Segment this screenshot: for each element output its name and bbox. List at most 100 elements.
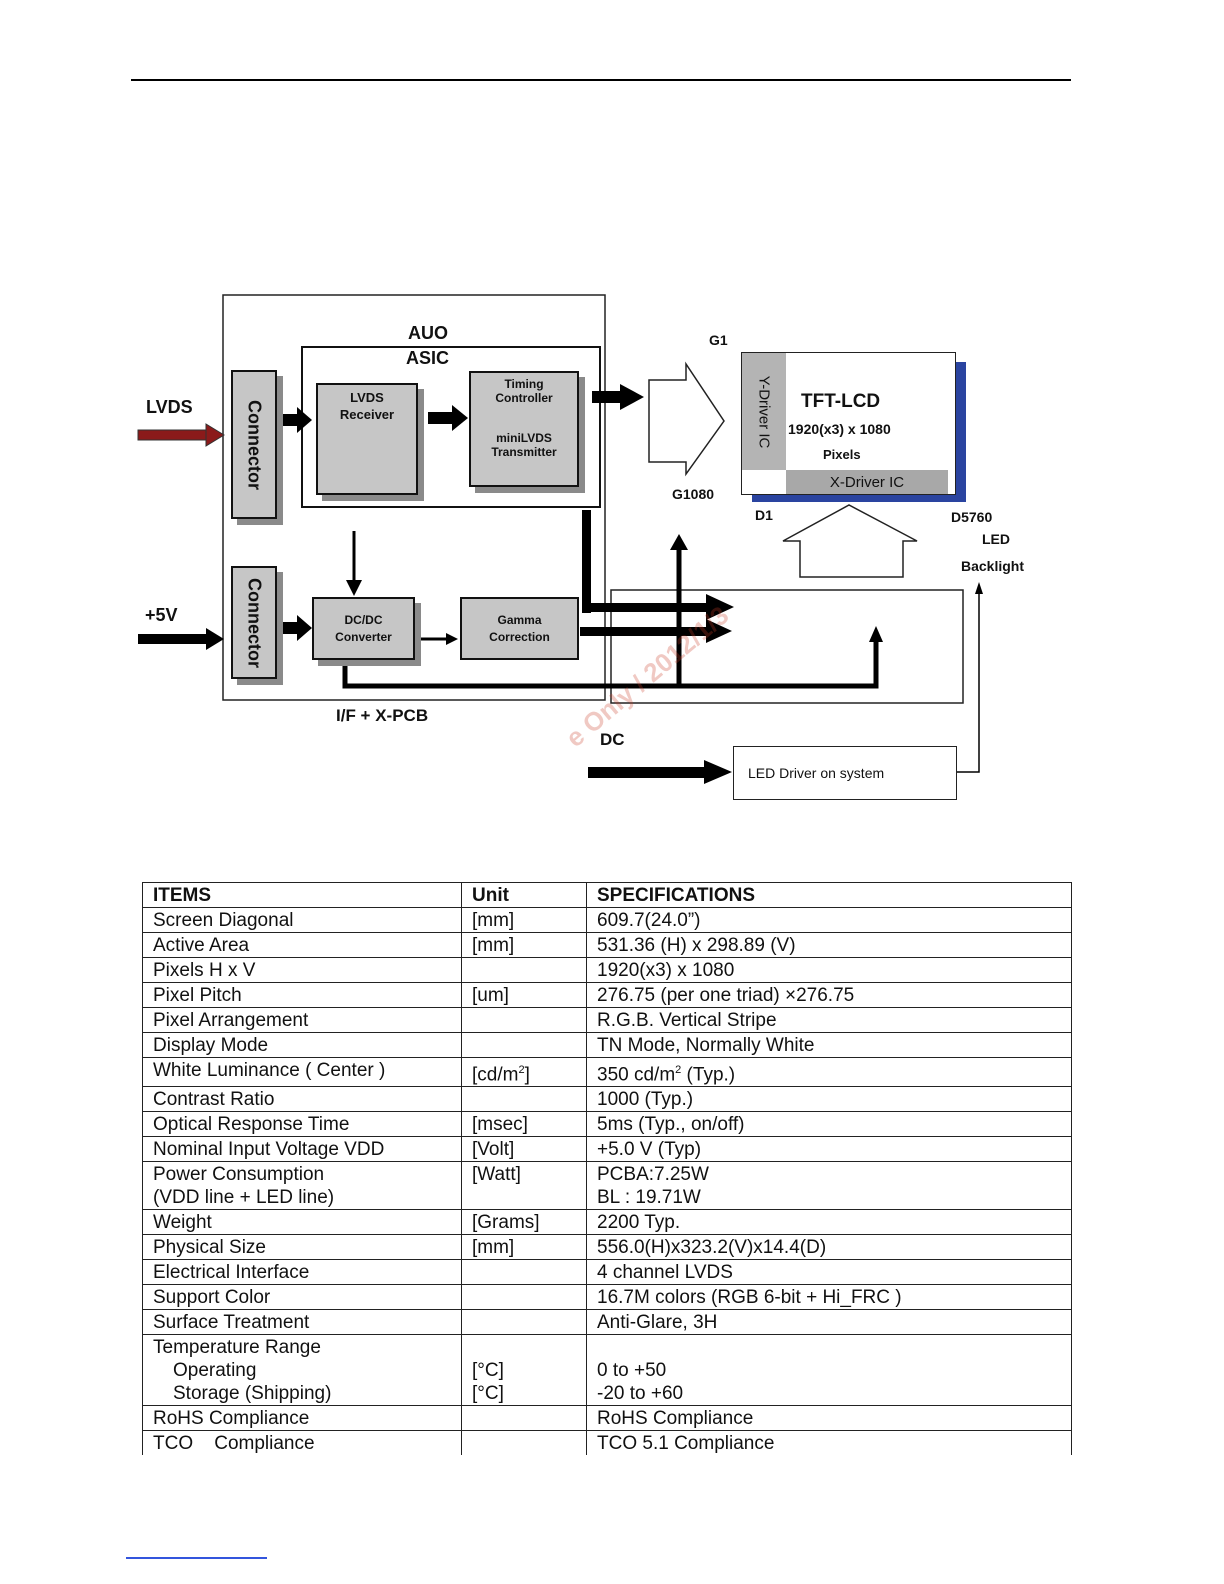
row-unit: [cd/m2]: [461, 1056, 587, 1088]
row-spec: 531.36 (H) x 298.89 (V): [586, 932, 1072, 958]
row-spec: 2200 Typ.: [586, 1209, 1072, 1236]
gamma-line1: Gamma: [497, 612, 542, 627]
dcdc-output-bus: [342, 640, 879, 689]
row-spec: 16.7M colors (RGB 6-bit + Hi_FRC ): [586, 1284, 1072, 1311]
row-unit: [mm]: [461, 932, 587, 958]
row-item: Pixel Arrangement: [142, 1007, 462, 1033]
row-unit: [461, 957, 587, 983]
tft-pixels: Pixels: [823, 447, 861, 462]
row-item: Support Color: [142, 1284, 462, 1311]
row-unit: [461, 1309, 587, 1336]
spec-table: ITEMS Unit SPECIFICATIONS Screen Diagona…: [142, 882, 1072, 1456]
minilvds-line1: miniLVDS: [496, 431, 552, 445]
lvds-connector: Connector: [231, 370, 277, 519]
row-spec: Anti-Glare, 3H: [586, 1309, 1072, 1336]
table-row: Pixel Arrangement R.G.B. Vertical Stripe: [142, 1007, 1072, 1033]
row-unit: [Watt]: [461, 1161, 587, 1211]
row-spec: 5ms (Typ., on/off): [586, 1111, 1072, 1138]
power-input-label: +5V: [145, 605, 178, 625]
row-spec: 1000 (Typ.): [586, 1086, 1072, 1113]
row-item: Display Mode: [142, 1032, 462, 1058]
row-unit: [°C][°C]: [461, 1334, 587, 1407]
row-item: TCO Compliance: [142, 1430, 462, 1456]
row-spec: R.G.B. Vertical Stripe: [586, 1007, 1072, 1033]
row-item: Physical Size: [142, 1234, 462, 1261]
minilvds-line2: Transmitter: [491, 445, 557, 459]
row-unit: [mm]: [461, 907, 587, 933]
power-input-arrow-head: [206, 628, 224, 650]
row-spec: RoHS Compliance: [586, 1405, 1072, 1432]
power-input-arrow-shaft: [138, 634, 208, 644]
dcdc-line1: DC/DC: [344, 612, 383, 627]
row-item: Screen Diagonal: [142, 907, 462, 933]
table-row: RoHS Compliance RoHS Compliance: [142, 1405, 1072, 1432]
tft-resolution: 1920(x3) x 1080: [788, 421, 891, 437]
row-spec: 609.7(24.0”): [586, 907, 1072, 933]
row-spec: TCO 5.1 Compliance: [586, 1430, 1072, 1456]
row-item: Pixels H x V: [142, 957, 462, 983]
row-item: Nominal Input Voltage VDD: [142, 1136, 462, 1163]
row-unit: [msec]: [461, 1111, 587, 1138]
row-spec: 0 to +50-20 to +60: [586, 1334, 1072, 1407]
block-diagram: Connector Connector LVDS Receiver Timing…: [137, 294, 1024, 800]
timing-line1: Timing: [504, 377, 544, 391]
row-unit: [461, 1007, 587, 1033]
x-driver-strip: X-Driver IC: [786, 470, 948, 494]
row-unit: [461, 1284, 587, 1311]
led-driver-label: LED Driver on system: [748, 765, 885, 781]
header-unit: Unit: [461, 882, 587, 908]
tft-lcd-panel: Y-Driver IC X-Driver IC TFT-LCD 1920(x3)…: [741, 352, 956, 495]
row-unit: [Volt]: [461, 1136, 587, 1163]
lvds-input-arrow-head: [205, 423, 225, 447]
source-hollow-arrow: [782, 504, 918, 578]
row-unit: [461, 1032, 587, 1058]
connector-to-receiver-arrow: [283, 414, 299, 426]
row-item: RoHS Compliance: [142, 1405, 462, 1432]
dcdc-converter-block: DC/DC Converter: [312, 597, 415, 660]
table-row: Physical Size[mm]556.0(H)x323.2(V)x14.4(…: [142, 1234, 1072, 1261]
table-row: Nominal Input Voltage VDD[Volt]+5.0 V (T…: [142, 1136, 1072, 1163]
power-connector: Connector: [231, 566, 277, 679]
row-spec: 4 channel LVDS: [586, 1259, 1072, 1286]
row-spec: 350 cd/m2 (Typ.): [586, 1056, 1072, 1088]
receiver-to-timing-arrow: [428, 412, 454, 424]
row-item: Contrast Ratio: [142, 1086, 462, 1113]
row-item: Optical Response Time: [142, 1111, 462, 1138]
row-item: Pixel Pitch: [142, 982, 462, 1008]
row-unit: [461, 1405, 587, 1432]
lvds-receiver-line2: Receiver: [339, 407, 395, 422]
row-unit: [um]: [461, 982, 587, 1008]
tft-title: TFT-LCD: [801, 391, 881, 412]
y-driver-strip: Y-Driver IC: [742, 353, 786, 470]
header-rule: [131, 79, 1071, 81]
row-item: Surface Treatment: [142, 1309, 462, 1336]
power-connector-label: Connector: [244, 577, 265, 668]
dc-label: DC: [600, 730, 625, 749]
row-spec: 556.0(H)x323.2(V)x14.4(D): [586, 1234, 1072, 1261]
table-row: White Luminance ( Center ) [cd/m2] 350 c…: [142, 1056, 1072, 1088]
row-spec: +5.0 V (Typ): [586, 1136, 1072, 1163]
table-row: Active Area[mm]531.36 (H) x 298.89 (V): [142, 932, 1072, 958]
row-item: Power Consumption(VDD line + LED line): [142, 1161, 462, 1211]
table-row: Screen Diagonal[mm]609.7(24.0”): [142, 907, 1072, 933]
lvds-input-label: LVDS: [146, 397, 193, 417]
pcb-label: I/F + X-PCB: [336, 706, 429, 725]
gate-hollow-arrow: [648, 361, 725, 477]
asic-to-panel-arrow: [592, 391, 622, 403]
header-specifications: SPECIFICATIONS: [586, 882, 1072, 908]
table-row: Contrast Ratio 1000 (Typ.): [142, 1086, 1072, 1113]
x-driver-label: X-Driver IC: [829, 473, 905, 491]
g1080-label: G1080: [672, 486, 715, 502]
row-unit: [mm]: [461, 1234, 587, 1261]
table-row: Power Consumption(VDD line + LED line) […: [142, 1161, 1072, 1211]
row-unit: [461, 1430, 587, 1456]
xpcb-extension-frame: [610, 589, 964, 704]
d1-label: D1: [755, 507, 773, 523]
row-unit: [Grams]: [461, 1209, 587, 1236]
led-driver-box: LED Driver on system: [733, 746, 957, 800]
